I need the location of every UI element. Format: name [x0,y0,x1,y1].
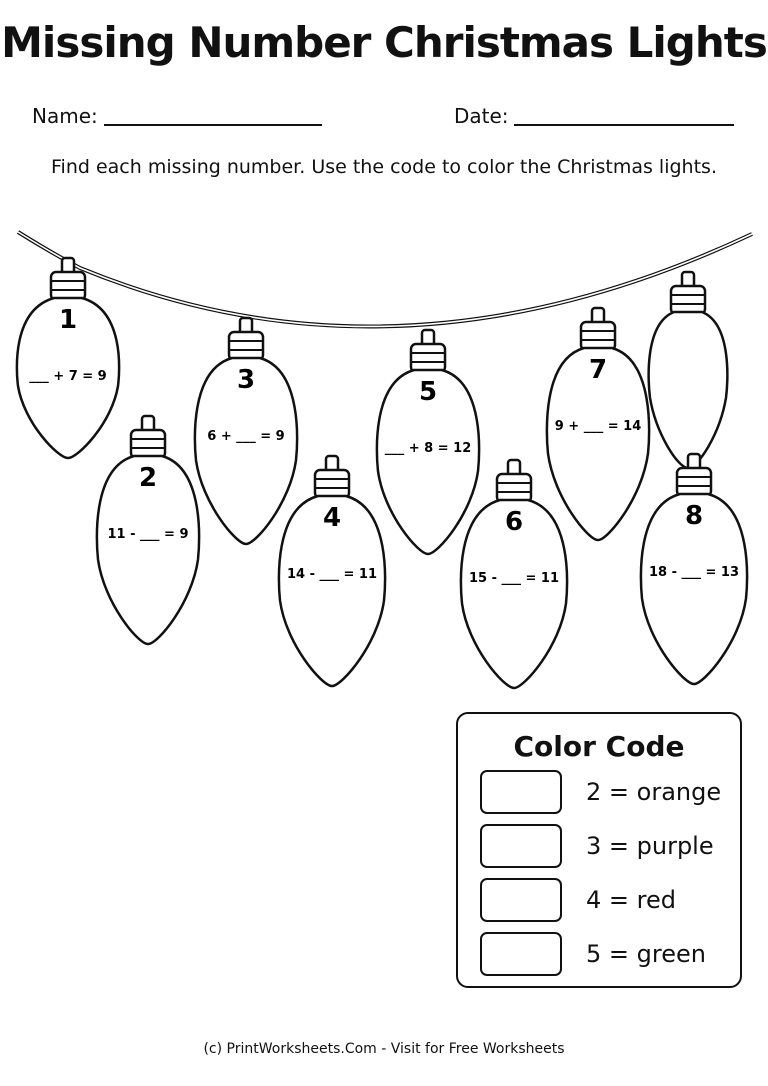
bulb-body[interactable] [193,356,299,546]
bulb-socket [579,320,617,352]
light-bulb[interactable] [647,270,729,470]
bulb-equation: 9 + ___ = 14 [555,419,642,434]
light-bulb[interactable]: 7 9 + ___ = 14 [545,306,651,542]
bulb-body[interactable] [639,492,749,686]
name-label: Name: [32,104,98,128]
bulb-number: 4 [323,503,341,533]
color-code-title: Color Code [513,730,685,763]
footer-credit: (c) PrintWorksheets.Com - Visit for Free… [203,1041,565,1057]
color-swatch-box[interactable] [480,824,562,868]
bulb-equation: ___ + 7 = 9 [29,369,106,384]
color-code-row: 2 = orange [480,770,730,816]
color-swatch-box[interactable] [480,770,562,814]
bulb-socket [675,466,713,498]
color-swatch-box[interactable] [480,878,562,922]
bulb-number: 3 [237,365,255,395]
color-code-row: 5 = green [480,932,730,978]
bulb-socket [129,428,167,460]
bulb-equation: 18 - ___ = 13 [649,565,739,580]
bulb-body[interactable] [375,368,481,556]
color-swatch-box[interactable] [480,932,562,976]
name-line[interactable] [104,124,322,126]
christmas-lights-string: 1 ___ + 7 = 9 2 11 - ___ = 9 3 6 + ___ = 9 4 14… [15,230,753,690]
color-code-text: 2 = orange [586,778,722,806]
bulb-socket [495,472,533,504]
bulb-socket [49,270,87,302]
bulb-body[interactable] [15,296,121,460]
bulb-equation: 6 + ___ = 9 [207,429,284,444]
bulb-body[interactable] [545,346,651,542]
bulb-number: 2 [139,463,157,493]
bulb-body[interactable] [95,454,201,646]
light-bulb[interactable]: 4 14 - ___ = 11 [277,454,387,688]
light-bulb[interactable]: 2 11 - ___ = 9 [95,414,201,646]
bulb-socket [669,284,707,316]
light-bulb[interactable]: 1 ___ + 7 = 9 [15,256,121,460]
color-code-row: 3 = purple [480,824,730,870]
bulb-body[interactable] [277,494,387,688]
color-code-row: 4 = red [480,878,730,924]
bulb-socket [409,342,447,374]
color-code-box: Color Code 2 = orange 3 = purple 4 = red… [456,712,742,988]
color-code-text: 5 = green [586,940,706,968]
bulb-number: 7 [589,355,607,385]
bulb-socket [227,330,265,362]
color-code-text: 3 = purple [586,832,714,860]
bulb-number: 1 [59,305,77,335]
light-bulb[interactable]: 6 15 - ___ = 11 [459,458,569,690]
bulb-equation: 11 - ___ = 9 [107,527,188,542]
bulb-body[interactable] [459,498,569,690]
bulb-body[interactable] [647,310,729,470]
light-bulb[interactable]: 3 6 + ___ = 9 [193,316,299,546]
date-line[interactable] [514,124,734,126]
color-code-text: 4 = red [586,886,676,914]
date-label: Date: [454,104,509,128]
bulb-equation: 14 - ___ = 11 [287,567,377,582]
bulb-equation: 15 - ___ = 11 [469,571,559,586]
bulb-number: 6 [505,507,523,537]
bulb-number: 8 [685,501,703,531]
light-bulb[interactable]: 5 ___ + 8 = 12 [375,328,481,556]
worksheet-title: Missing Number Christmas Lights [1,18,768,67]
instructions: Find each missing number. Use the code t… [51,156,717,178]
bulb-equation: ___ + 8 = 12 [385,441,472,456]
bulb-number: 5 [419,377,437,407]
light-bulb[interactable]: 8 18 - ___ = 13 [639,452,749,686]
bulb-socket [313,468,351,500]
